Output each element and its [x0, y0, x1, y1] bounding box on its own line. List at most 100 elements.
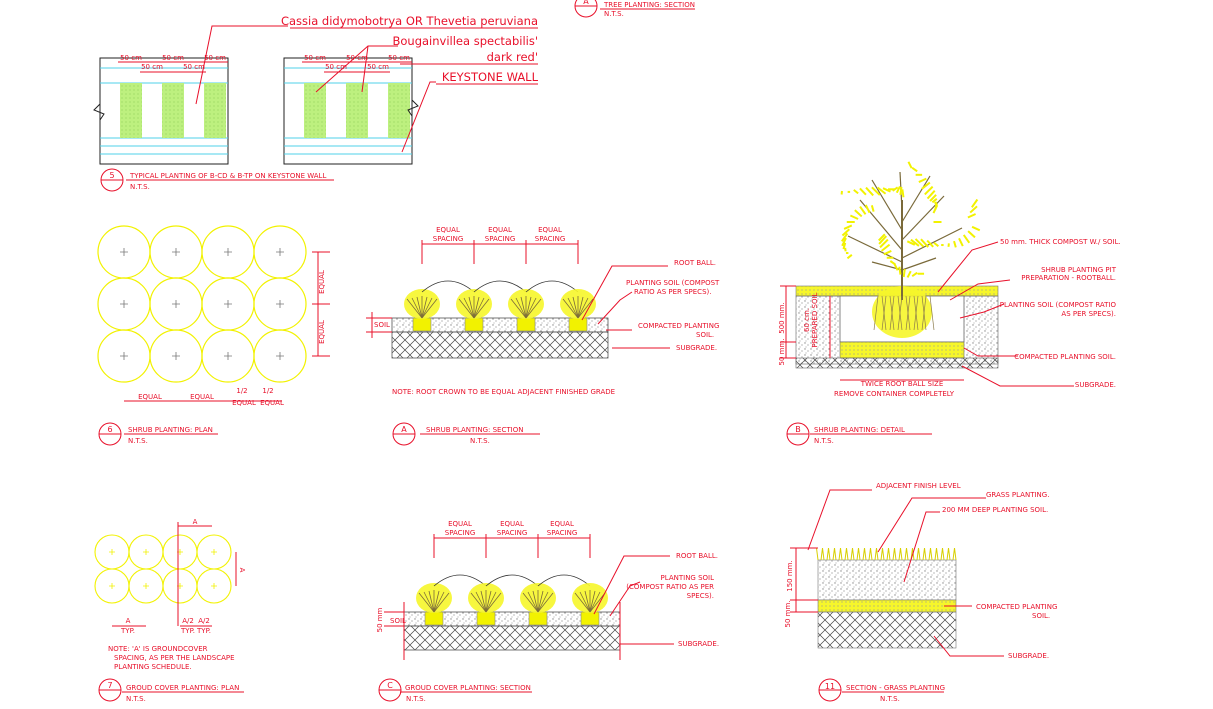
- planting-soil-label: RATIO AS PER SPECS).: [634, 288, 711, 296]
- planting-soil-label: PLANTING SOIL (COMPOST RATIO: [1000, 301, 1117, 309]
- break-line: [94, 104, 104, 120]
- grass-blade: [817, 548, 819, 560]
- center-mark: [224, 248, 232, 256]
- detail-scale: N.T.S.: [126, 695, 146, 703]
- root-ball: [465, 318, 483, 331]
- detail-title: SECTION - GRASS PLANTING: [846, 684, 945, 692]
- root-ball: [425, 612, 443, 625]
- grass-blade: [943, 548, 945, 560]
- foliage-stroke: [890, 261, 895, 264]
- center-mark: [211, 583, 217, 589]
- grass-blade: [907, 548, 909, 560]
- dimension-label: EQUAL: [318, 320, 326, 344]
- detail-6-shrub-plan: EQUAL EQUAL 1/2 1/2 EQUAL EQUAL EQUAL EQ…: [98, 226, 330, 445]
- center-mark: [143, 583, 149, 589]
- center-mark: [224, 300, 232, 308]
- grass-blade: [931, 548, 933, 560]
- groundcover-note: SPACING, AS PER THE LANDSCAPE: [114, 654, 235, 662]
- detail-title: TREE PLANTING: SECTION: [603, 1, 695, 9]
- shrub-grid: [98, 226, 306, 382]
- compacted-soil-label: COMPACTED PLANTING SOIL.: [1014, 353, 1116, 361]
- finish-level-label: ADJACENT FINISH LEVEL: [876, 482, 961, 490]
- spacing-label: SPACING: [485, 235, 516, 243]
- dimension-label: 50 mm: [376, 607, 384, 632]
- foliage-stroke: [895, 264, 898, 270]
- dimension-label: TYP.: [196, 627, 211, 635]
- grass-blade: [883, 548, 885, 560]
- detail-7-dimensions: [112, 522, 236, 626]
- detail-tag: A: [583, 0, 589, 6]
- detail-scale: N.T.S.: [128, 437, 148, 445]
- dimension-label: A: [193, 518, 198, 526]
- spacing-arc: [434, 575, 486, 586]
- groundcover-note: NOTE: 'A' IS GROUNDCOVER: [108, 645, 208, 653]
- planting-strip: [204, 83, 226, 138]
- planting-soil-label: AS PER SPECS).: [1061, 310, 1116, 318]
- compacted-soil-layer: [840, 342, 964, 358]
- root-ball: [581, 612, 599, 625]
- dimension-label: 50 cm: [183, 63, 205, 71]
- spacing-label: SPACING: [433, 235, 464, 243]
- root-ball: [517, 318, 535, 331]
- dimension-label: 50 mm.: [778, 339, 786, 366]
- plant-label-bougainvillea-variety: dark red': [487, 50, 538, 64]
- branch: [902, 196, 944, 240]
- detail-scale: N.T.S.: [470, 437, 490, 445]
- grass-blade: [889, 548, 891, 560]
- plant-label-cassia: Cassia didymobotrya OR Thevetia peruvian…: [281, 14, 538, 28]
- center-mark: [172, 352, 180, 360]
- dimension-label: 1/2: [236, 387, 247, 395]
- spacing-label: EQUAL: [436, 226, 460, 234]
- foliage-stroke: [919, 179, 926, 182]
- compacted-soil-layer: [818, 600, 956, 612]
- dimension-label: TYP.: [180, 627, 195, 635]
- center-mark: [276, 248, 284, 256]
- twice-root-ball-label: TWICE ROOT BALL SIZE: [860, 380, 944, 388]
- planting-soil-label: SPECS).: [687, 592, 714, 600]
- pit-label: SHRUB PLANTING PIT: [1041, 266, 1117, 274]
- soil-label: SOIL: [374, 321, 390, 329]
- detail-title: GROUD COVER PLANTING: SECTION: [405, 684, 531, 692]
- compacted-soil-label: COMPACTED PLANTING: [976, 603, 1057, 611]
- subgrade-label: SUBGRADE.: [1008, 652, 1049, 660]
- dimension-label: A: [238, 568, 246, 573]
- foliage-stroke: [970, 206, 977, 212]
- subgrade-label: SUBGRADE.: [1075, 381, 1116, 389]
- detail-tag: 5: [109, 171, 114, 180]
- foliage-stroke: [959, 238, 963, 246]
- detail-title: SHRUB PLANTING: DETAIL: [814, 426, 905, 434]
- root-ball: [413, 318, 431, 331]
- remove-container-label: REMOVE CONTAINER COMPLETELY: [834, 390, 955, 398]
- dimension-label: A/2: [182, 617, 194, 625]
- center-mark: [143, 549, 149, 555]
- detail-title: GROUD COVER PLANTING: PLAN: [126, 684, 239, 692]
- spacing-label: SPACING: [547, 529, 578, 537]
- grass-blade: [901, 548, 903, 560]
- detail-scale: N.T.S.: [814, 437, 834, 445]
- subgrade-layer: [392, 332, 608, 358]
- keystone-wall-label: KEYSTONE WALL: [442, 70, 539, 84]
- foliage-stroke: [968, 214, 976, 217]
- foliage-stroke: [850, 216, 858, 219]
- detail-b-shrub-detail: 500 mm. 60 cm. PREPARED SOIL 50 mm. 50 m…: [778, 162, 1121, 445]
- planting-soil-label: PLANTING SOIL (COMPOST: [626, 279, 720, 287]
- detail-7-groundcover-plan: A TYP. A/2 A/2 TYP. TYP. A A NOTE: 'A' I…: [95, 518, 246, 703]
- center-mark: [276, 300, 284, 308]
- center-mark: [109, 549, 115, 555]
- dimension-label: 50 cm: [162, 54, 184, 62]
- grass-blade: [895, 548, 897, 560]
- dimension-label: EQUAL: [260, 399, 284, 407]
- dimension-label: 50 cm: [304, 54, 326, 62]
- detail-scale: N.T.S.: [130, 183, 150, 191]
- dimension-label: EQUAL: [318, 270, 326, 294]
- detail-7-title-block: 7 GROUD COVER PLANTING: PLAN N.T.S.: [99, 679, 244, 703]
- dimension-label: 50 cm: [120, 54, 142, 62]
- spacing-arc: [538, 575, 590, 586]
- spacing-label: EQUAL: [550, 520, 574, 528]
- detail-tag: A: [401, 425, 407, 434]
- detail-c-title-block: C GROUD COVER PLANTING: SECTION N.T.S.: [379, 679, 532, 703]
- detail-tag: B: [795, 425, 801, 434]
- planting-strip: [388, 83, 410, 138]
- foliage-stroke: [908, 162, 911, 168]
